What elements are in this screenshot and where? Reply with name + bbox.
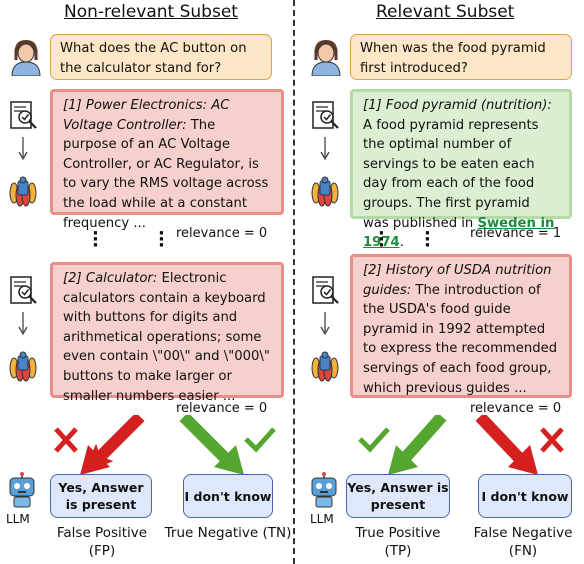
user-icon: [311, 40, 341, 76]
retrieved-document-2: [2] History of USDA nutrition guides: Th…: [350, 254, 572, 398]
ellipsis-dots: ···: [424, 223, 431, 256]
retriever-document-icon: [312, 276, 339, 304]
reranker-model-icon: [311, 351, 339, 382]
check-mark-icon: [244, 427, 276, 453]
wrong-arrow-icon: [475, 415, 538, 475]
answer-highlight: Sweden in 1974: [363, 215, 555, 251]
ellipsis-dots: ···: [158, 223, 165, 256]
document-title: [2] Calculator:: [63, 271, 158, 286]
relevance-label: relevance = 0: [470, 401, 562, 416]
document-body: The introduction of the USDA's food guid…: [363, 282, 558, 396]
cross-mark-icon: [540, 427, 564, 453]
retriever-document-icon: [312, 101, 339, 129]
outcome-false-negative: False Negative (FN): [473, 525, 573, 559]
down-arrow-icon: [320, 312, 330, 336]
retrieved-document-2: [2] Calculator: Electronic calculators c…: [50, 262, 284, 404]
evaluation-arrows-left: [54, 415, 276, 475]
question-box: What does the AC button on the calculato…: [50, 34, 272, 80]
reranker-model-icon: [9, 351, 37, 382]
relevance-label: relevance = 0: [176, 401, 268, 416]
question-box: When was the food pyramid first introduc…: [350, 34, 572, 80]
document-body: Electronic calculators contain a keyboar…: [63, 271, 270, 404]
relevant-heading: Relevant Subset: [376, 2, 515, 22]
down-arrow-icon: [320, 137, 330, 161]
document-body: A food pyramid represents the optimal nu…: [363, 117, 539, 231]
wrong-arrow-icon: [80, 415, 145, 475]
cross-mark-icon: [54, 427, 78, 453]
outcome-false-positive: False Positive (FP): [56, 525, 148, 559]
relevance-label: relevance = 0: [176, 226, 268, 241]
answer-no-box: I don't know: [478, 474, 572, 518]
llm-label: LLM: [310, 512, 334, 526]
document-title: [1] Food pyramid (nutrition):: [363, 98, 552, 113]
correct-arrow-icon: [179, 415, 244, 475]
answer-no-box: I don't know: [183, 474, 273, 518]
answer-yes-box: Yes, Answer is present: [346, 474, 450, 518]
outcome-true-positive: True Positive (TP): [355, 525, 441, 559]
reranker-model-icon: [9, 176, 37, 207]
outcome-true-negative: True Negative (TN): [164, 525, 292, 541]
robot-icon: [311, 472, 337, 508]
subset-divider: [293, 0, 295, 564]
document-body: The purpose of an AC Voltage Controller,…: [63, 117, 269, 231]
down-arrow-icon: [18, 312, 28, 336]
ellipsis-dots: ···: [92, 223, 99, 256]
relevance-label: relevance = 1: [470, 226, 562, 241]
check-mark-icon: [358, 427, 390, 453]
llm-label: LLM: [6, 512, 30, 526]
evaluation-arrows-right: [358, 415, 564, 475]
non-relevant-heading: Non-relevant Subset: [64, 2, 238, 22]
reranker-model-icon: [311, 176, 339, 207]
document-title: [2] History of USDA nutrition guides:: [363, 263, 552, 298]
answer-yes-box: Yes, Answer is present: [50, 474, 152, 518]
document-title: [1] Power Electronics: AC Voltage Contro…: [63, 98, 230, 133]
robot-icon: [9, 472, 35, 508]
retrieved-document-1: [1] Power Electronics: AC Voltage Contro…: [50, 89, 284, 231]
retrieved-document-1: [1] Food pyramid (nutrition): A food pyr…: [350, 89, 572, 250]
retriever-document-icon: [10, 101, 37, 129]
correct-arrow-icon: [388, 415, 447, 475]
document-tail: .: [399, 235, 404, 251]
down-arrow-icon: [18, 137, 28, 161]
retriever-document-icon: [10, 276, 37, 304]
ellipsis-dots: ···: [378, 223, 385, 256]
user-icon: [11, 40, 41, 76]
